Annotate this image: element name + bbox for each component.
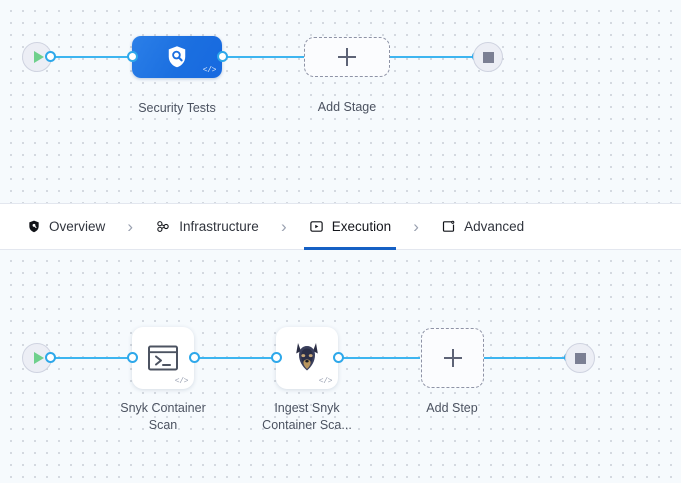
tab-execution[interactable]: Execution xyxy=(303,204,397,250)
label-line-2: Container Sca... xyxy=(262,418,352,432)
tab-infrastructure[interactable]: Infrastructure xyxy=(150,204,264,249)
label-line-2: Scan xyxy=(148,418,178,432)
chevron-right-icon-1: › xyxy=(127,216,134,236)
step-node-label-ingest-snyk: Ingest Snyk Container Sca... xyxy=(237,400,377,434)
tab-advanced[interactable]: Advanced xyxy=(436,204,529,249)
code-badge: </> xyxy=(318,377,333,386)
plus-icon xyxy=(443,349,462,367)
box-gear-icon xyxy=(441,219,456,234)
tab-execution-label: Execution xyxy=(331,219,392,234)
step-wire-add-to-end xyxy=(484,357,570,359)
doberman-icon xyxy=(296,343,318,371)
tab-advanced-label: Advanced xyxy=(464,219,525,234)
step-node-snyk-container-scan[interactable]: </> xyxy=(132,327,194,389)
step-snyk-output-port[interactable] xyxy=(189,352,200,363)
chevron-right-icon-2: › xyxy=(280,216,287,236)
step-wire-snyk-to-ingest xyxy=(190,357,280,359)
stage-node-label-security-tests: Security Tests xyxy=(138,101,216,115)
step-graph-canvas[interactable]: </> Snyk Container Scan </> Ingest xyxy=(0,250,681,483)
tab-overview-label: Overview xyxy=(49,219,106,234)
stage-wire-add-to-end xyxy=(389,56,477,58)
play-icon xyxy=(33,51,44,63)
stage-security-output-port[interactable] xyxy=(217,51,228,62)
play-box-icon xyxy=(309,219,324,234)
terminal-icon xyxy=(148,345,178,371)
add-stage-label: Add Stage xyxy=(317,100,377,114)
step-snyk-input-port[interactable] xyxy=(127,352,138,363)
stage-node-security-tests[interactable]: </> xyxy=(132,36,222,78)
stop-icon xyxy=(482,51,494,63)
label-line-1: Ingest Snyk xyxy=(274,401,340,415)
stage-wire-security-to-add xyxy=(220,56,305,58)
add-step-label: Add Step xyxy=(426,401,478,415)
stage-graph-canvas[interactable]: </> Security Tests Add Stage xyxy=(0,0,681,203)
play-icon xyxy=(33,352,44,364)
chevron-right-icon-3: › xyxy=(413,216,419,236)
step-start-output-port[interactable] xyxy=(45,352,56,363)
step-wire-ingest-to-add xyxy=(334,357,420,359)
step-end-node[interactable] xyxy=(565,343,595,373)
stage-wire-start-to-security xyxy=(50,56,136,58)
step-wire-start-to-snyk xyxy=(50,357,136,359)
shield-search-icon xyxy=(168,46,186,68)
tab-infrastructure-label: Infrastructure xyxy=(179,219,259,234)
shield-icon xyxy=(27,219,41,234)
stop-icon xyxy=(574,352,586,364)
step-ingest-output-port[interactable] xyxy=(333,352,344,363)
step-node-label-snyk-container-scan: Snyk Container Scan xyxy=(93,400,233,434)
tab-overview[interactable]: Overview xyxy=(22,204,110,249)
plus-icon xyxy=(338,48,356,66)
stage-security-input-port[interactable] xyxy=(127,51,138,62)
add-stage-button[interactable] xyxy=(304,37,390,77)
code-badge: </> xyxy=(202,66,217,75)
step-ingest-input-port[interactable] xyxy=(271,352,282,363)
add-step-button[interactable] xyxy=(421,328,484,388)
stage-start-output-port[interactable] xyxy=(45,51,56,62)
nodes-cluster-icon xyxy=(155,219,171,234)
code-badge: </> xyxy=(174,377,189,386)
step-node-ingest-snyk-container-scan[interactable]: </> xyxy=(276,327,338,389)
stage-end-node[interactable] xyxy=(473,42,503,72)
section-tab-bar[interactable]: Overview › Infrastructure › xyxy=(0,203,681,250)
label-line-1: Snyk Container xyxy=(120,401,206,415)
